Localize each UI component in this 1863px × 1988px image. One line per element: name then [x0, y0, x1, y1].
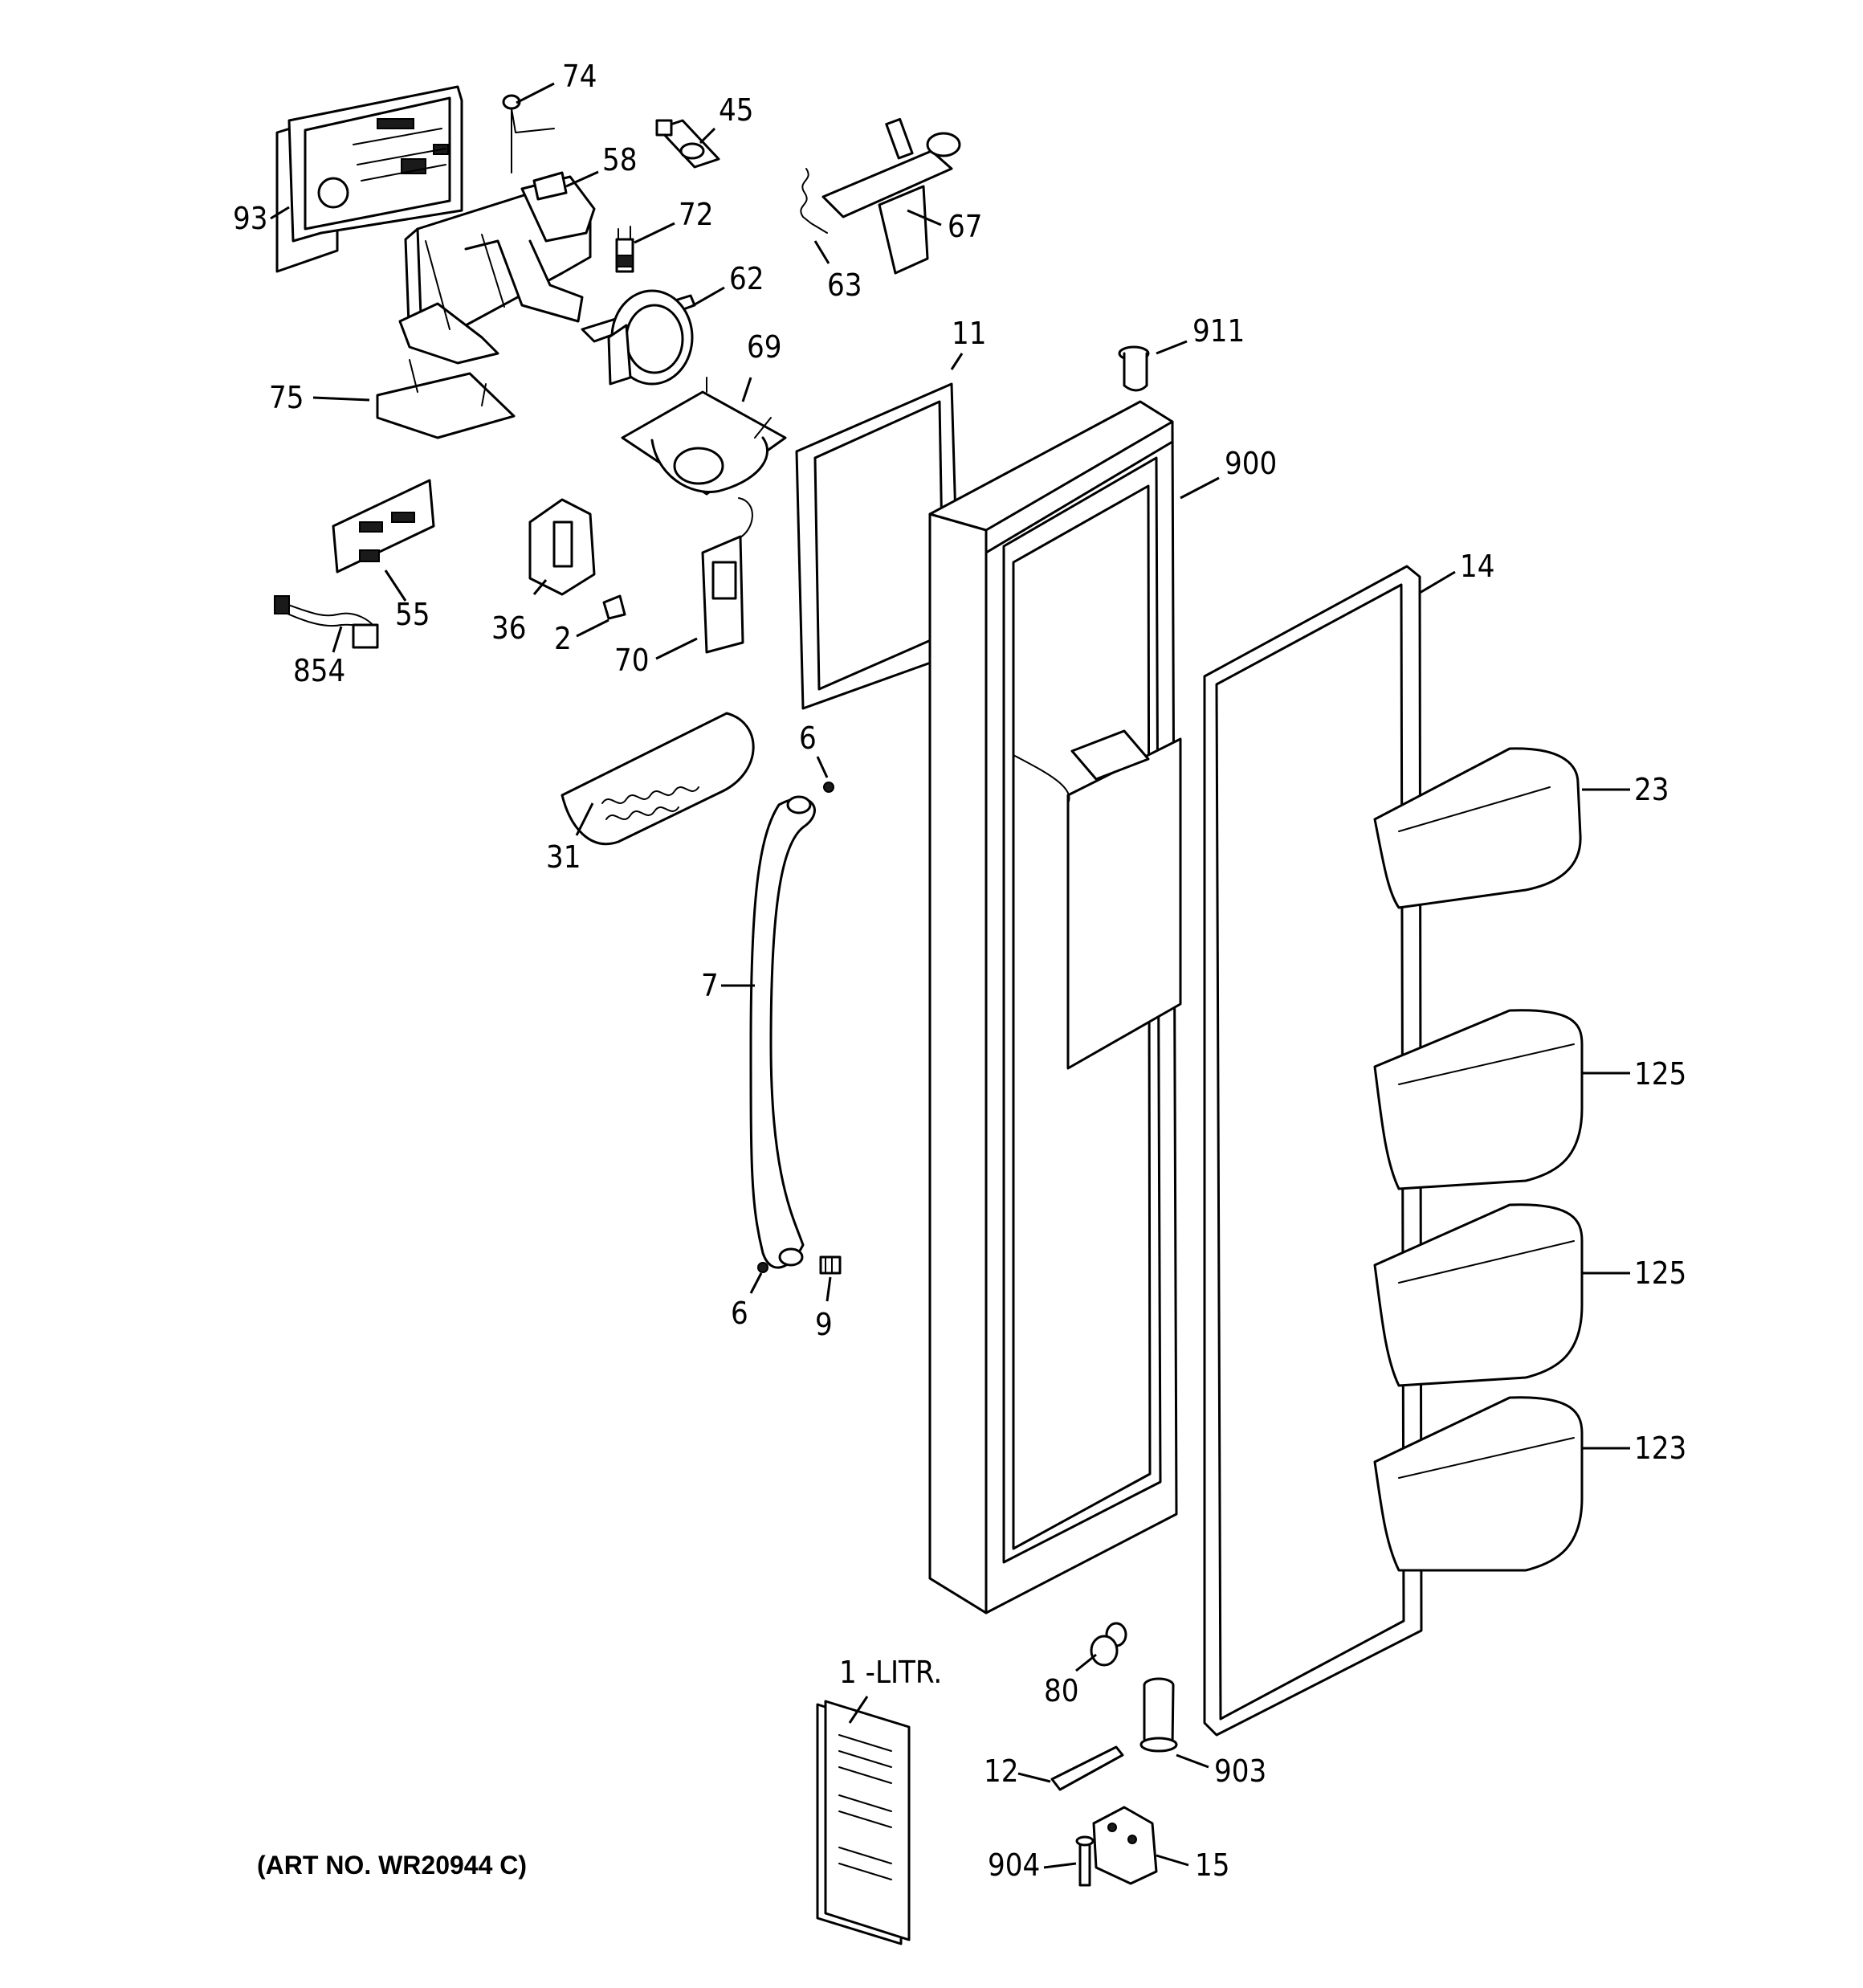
leader-55	[384, 569, 407, 602]
part-9-fitting	[819, 1255, 842, 1275]
callout-1-literature: 1 -LITR.	[839, 1655, 942, 1690]
callout-58: 58	[602, 142, 638, 178]
callout-93: 93	[233, 201, 268, 236]
part-900-door	[928, 400, 1182, 1614]
callout-23: 23	[1634, 772, 1669, 807]
part-75-cover	[376, 359, 516, 439]
part-7-handle	[749, 795, 816, 1269]
leader-70	[655, 637, 698, 660]
part-70-flap	[701, 497, 753, 654]
leader-11	[950, 353, 964, 370]
callout-900: 900	[1225, 446, 1277, 481]
part-15-hinge	[1092, 1806, 1158, 1885]
part-23-bin	[1373, 747, 1582, 909]
leader-2	[576, 618, 609, 638]
callout-70: 70	[614, 643, 650, 678]
callout-125-lower: 125	[1634, 1255, 1686, 1291]
part-45-bracket	[655, 119, 720, 169]
leader-62	[690, 286, 725, 308]
callout-80: 80	[1044, 1673, 1079, 1708]
leader-14	[1419, 570, 1456, 594]
part-55-board	[332, 479, 435, 574]
callout-31: 31	[546, 839, 581, 875]
part-903-hinge-pin	[1139, 1677, 1178, 1753]
part-1-literature	[816, 1700, 911, 1945]
callout-69: 69	[747, 329, 782, 365]
callout-62: 62	[729, 261, 764, 296]
callout-6-upper: 6	[799, 720, 817, 756]
part-31-drip-tray	[561, 712, 755, 846]
leader-1	[848, 1696, 869, 1724]
art-number: (ART NO. WR20944 C)	[257, 1851, 527, 1880]
part-58-dispenser-housing	[398, 171, 596, 365]
leader-9	[826, 1276, 832, 1302]
leader-67	[907, 209, 942, 227]
callout-11: 11	[952, 316, 987, 351]
leader-69	[741, 377, 752, 402]
callout-45: 45	[719, 92, 754, 128]
part-854-harness	[274, 595, 379, 649]
leader-80	[1075, 1653, 1097, 1672]
callout-14: 14	[1460, 549, 1495, 584]
part-2-screw	[602, 594, 626, 620]
part-67-actuator	[821, 117, 961, 275]
part-904-screw	[1075, 1835, 1095, 1887]
leader-900	[1180, 476, 1220, 500]
callout-7: 7	[701, 968, 719, 1003]
callout-67: 67	[948, 209, 983, 244]
leader-15	[1156, 1854, 1189, 1867]
leader-903	[1176, 1753, 1209, 1769]
part-6-nut-upper	[823, 782, 834, 793]
part-36-bracket	[528, 498, 596, 596]
part-125-bin-lower	[1373, 1203, 1584, 1387]
callout-854: 854	[293, 653, 345, 688]
part-11-dispenser-frame	[795, 382, 961, 710]
leader-45	[699, 127, 716, 145]
leader-12	[1017, 1772, 1051, 1783]
part-123-bin	[1373, 1396, 1584, 1572]
callout-2: 2	[554, 621, 572, 656]
part-74-spring	[502, 94, 555, 173]
callout-904: 904	[988, 1847, 1040, 1883]
callout-9: 9	[815, 1307, 833, 1342]
leader-36	[532, 579, 548, 595]
callout-6-lower: 6	[731, 1296, 748, 1331]
callout-55: 55	[395, 597, 430, 632]
callout-36: 36	[491, 610, 527, 646]
leader-74	[516, 82, 555, 104]
leader-31	[575, 802, 594, 836]
leader-854	[332, 626, 343, 653]
part-911-cap	[1118, 345, 1150, 392]
leader-72	[634, 222, 675, 244]
part-14-gasket	[1203, 565, 1423, 1737]
callout-72: 72	[679, 197, 714, 232]
leader-58	[565, 170, 599, 188]
callout-123: 123	[1634, 1431, 1686, 1466]
callout-75: 75	[269, 380, 304, 415]
part-62-motor	[581, 289, 696, 386]
part-72-switch	[615, 226, 634, 273]
part-69-funnel	[621, 377, 787, 496]
leader-93	[270, 206, 290, 220]
part-93-control-panel	[275, 85, 463, 273]
leader-63	[813, 240, 830, 264]
leader-911	[1156, 340, 1188, 355]
leader-6a	[816, 756, 829, 778]
leader-6b	[749, 1272, 763, 1294]
callout-911: 911	[1192, 313, 1245, 349]
part-125-bin-upper	[1373, 1009, 1584, 1190]
callout-12: 12	[984, 1753, 1019, 1789]
callout-15: 15	[1195, 1847, 1230, 1883]
leader-904	[1043, 1862, 1077, 1869]
callout-63: 63	[827, 267, 862, 303]
part-63-spring	[800, 168, 828, 234]
callout-125-upper: 125	[1634, 1056, 1686, 1092]
callout-903: 903	[1214, 1753, 1266, 1789]
part-12-shim	[1050, 1745, 1124, 1791]
part-6-nut-lower	[757, 1262, 768, 1273]
leader-75	[312, 396, 370, 402]
part-80-bushing	[1090, 1622, 1127, 1667]
callout-74: 74	[562, 59, 597, 94]
